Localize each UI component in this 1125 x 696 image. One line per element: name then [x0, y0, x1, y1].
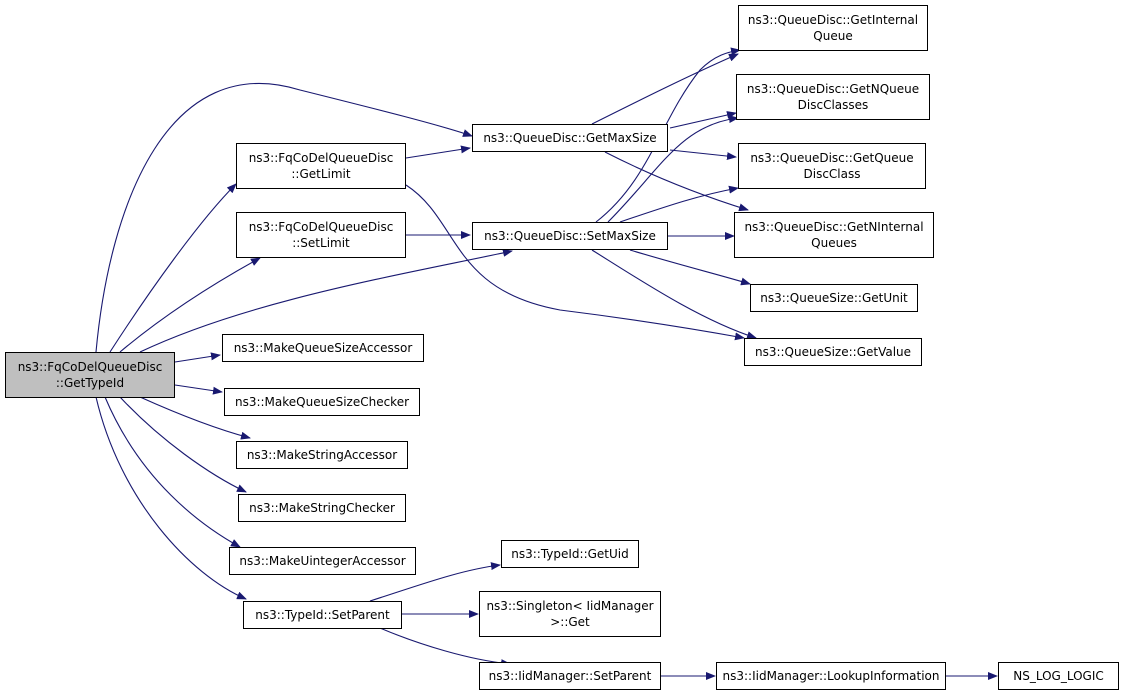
edge-fq-getlimit-queuesize-getvalue: [405, 184, 745, 341]
edge-gettypeid-make-queue-size-checker: [174, 384, 223, 395]
edge-gettypeid-queuedisc-getmaxsize: [95, 83, 473, 353]
node-label-line1: ns3::FqCoDelQueueDisc: [248, 151, 394, 165]
node-label-line1: ns3::FqCoDelQueueDisc: [248, 220, 394, 234]
node-typeid-setparent[interactable]: ns3::TypeId::SetParent: [243, 601, 402, 629]
node-singleton-iidmanager-get[interactable]: ns3::Singleton< IidManager >::Get: [479, 591, 661, 637]
node-queuedisc-getinternalqueue[interactable]: ns3::QueueDisc::GetInternal Queue: [738, 5, 928, 51]
node-label-line1: ns3::IidManager::LookupInformation: [722, 669, 940, 683]
node-typeid-getuid[interactable]: ns3::TypeId::GetUid: [501, 540, 639, 568]
node-iidmanager-lookupinformation[interactable]: ns3::IidManager::LookupInformation: [716, 662, 946, 690]
node-label-line1: ns3::MakeQueueSizeChecker: [234, 395, 410, 409]
edge-fq-getlimit-queuedisc-getmaxsize: [405, 145, 471, 159]
node-fqcodel-getlimit[interactable]: ns3::FqCoDelQueueDisc ::GetLimit: [236, 143, 406, 189]
node-label-line2: ::GetLimit: [291, 167, 351, 181]
node-label-line1: ns3::MakeStringAccessor: [246, 448, 398, 462]
node-label-line2: >::Get: [550, 615, 590, 629]
edge-gettypeid-make-uinteger-accessor: [104, 396, 241, 548]
node-make-queuesize-checker[interactable]: ns3::MakeQueueSizeChecker: [224, 388, 420, 416]
node-label-line1: NS_LOG_LOGIC: [1013, 669, 1104, 683]
node-make-string-checker[interactable]: ns3::MakeStringChecker: [238, 494, 406, 522]
node-label-line2: Queue: [813, 29, 853, 43]
node-label-line1: ns3::IidManager::SetParent: [488, 669, 652, 683]
node-make-uinteger-accessor[interactable]: ns3::MakeUintegerAccessor: [229, 547, 416, 575]
node-queuedisc-getnqueuedisclasses[interactable]: ns3::QueueDisc::GetNQueue DiscClasses: [736, 74, 930, 120]
edge-setmaxsize-getqueuedisccl: [619, 185, 739, 223]
edge-setmaxsize-getnqueuedisccl: [607, 115, 739, 223]
edge-setmaxsize-getinternalqueue: [595, 47, 741, 223]
node-label-line1: ns3::FqCoDelQueueDisc: [17, 360, 163, 374]
node-queuedisc-getqueuedisclass[interactable]: ns3::QueueDisc::GetQueue DiscClass: [738, 143, 926, 189]
node-label-line1: ns3::MakeStringChecker: [249, 501, 395, 515]
edge-gettypeid-fq-setlimit: [119, 257, 261, 353]
node-label-line1: ns3::QueueDisc::SetMaxSize: [484, 229, 656, 243]
edge-setmaxsize-queuesize-getunit: [629, 249, 751, 286]
edge-getmaxsize-getinternalqueue: [591, 53, 739, 125]
edge-getmaxsize-getninternalqueues: [604, 151, 749, 212]
node-label-line1: ns3::MakeUintegerAccessor: [239, 554, 406, 568]
node-queuedisc-getmaxsize[interactable]: ns3::QueueDisc::GetMaxSize: [472, 124, 668, 152]
edge-getmaxsize-getqueuedisccl: [669, 149, 737, 161]
edge-gettypeid-queuedisc-setmaxsize: [139, 248, 513, 353]
node-queuedisc-setmaxsize[interactable]: ns3::QueueDisc::SetMaxSize: [472, 222, 668, 250]
node-label-line1: ns3::QueueDisc::GetQueue: [750, 151, 914, 165]
node-label-line2: Queues: [811, 236, 857, 250]
node-label-line1: ns3::QueueSize::GetValue: [754, 345, 912, 359]
node-queuesize-getvalue[interactable]: ns3::QueueSize::GetValue: [744, 338, 922, 366]
node-make-queuesize-accessor[interactable]: ns3::MakeQueueSizeAccessor: [222, 334, 424, 362]
edge-gettypeid-make-string-checker: [119, 396, 247, 493]
node-label-line1: ns3::QueueDisc::GetMaxSize: [483, 131, 657, 145]
node-iidmanager-setparent[interactable]: ns3::IidManager::SetParent: [479, 662, 661, 690]
node-label-line2: ::GetTypeId: [55, 376, 125, 390]
edge-gettypeid-typeid-setparent: [95, 396, 247, 600]
edge-gettypeid-make-string-accessor: [139, 396, 251, 440]
node-label-line1: ns3::QueueDisc::GetNQueue: [746, 82, 920, 96]
node-label-line2: DiscClasses: [797, 98, 869, 112]
edge-gettypeid-make-queue-size-accessor: [174, 352, 221, 363]
edge-typeid-setparent-getuid: [369, 562, 501, 602]
node-fqcodel-gettypeid[interactable]: ns3::FqCoDelQueueDisc ::GetTypeId: [5, 352, 175, 398]
node-label-line1: ns3::QueueDisc::GetInternal: [747, 13, 919, 27]
node-ns-log-logic[interactable]: NS_LOG_LOGIC: [998, 662, 1119, 690]
node-label-line1: ns3::TypeId::GetUid: [511, 547, 629, 561]
node-label-line1: ns3::MakeQueueSizeAccessor: [233, 341, 413, 355]
node-label-line1: ns3::Singleton< IidManager: [486, 599, 654, 613]
node-label-line1: ns3::QueueSize::GetUnit: [760, 291, 908, 305]
node-queuedisc-getninternalqueues[interactable]: ns3::QueueDisc::GetNInternal Queues: [734, 212, 934, 258]
node-make-string-accessor[interactable]: ns3::MakeStringAccessor: [236, 441, 408, 469]
edge-gettypeid-fq-getlimit: [109, 183, 237, 353]
node-fqcodel-setlimit[interactable]: ns3::FqCoDelQueueDisc ::SetLimit: [236, 212, 406, 258]
node-label-line2: DiscClass: [803, 167, 861, 181]
node-queuesize-getunit[interactable]: ns3::QueueSize::GetUnit: [750, 284, 918, 312]
edge-setmaxsize-queuesize-getvalue: [591, 249, 757, 340]
node-label-line1: ns3::QueueDisc::GetNInternal: [744, 220, 924, 234]
edge-getmaxsize-getnqueuedisccl: [669, 111, 737, 129]
node-label-line2: ::SetLimit: [292, 236, 350, 250]
node-label-line1: ns3::TypeId::SetParent: [255, 608, 390, 622]
